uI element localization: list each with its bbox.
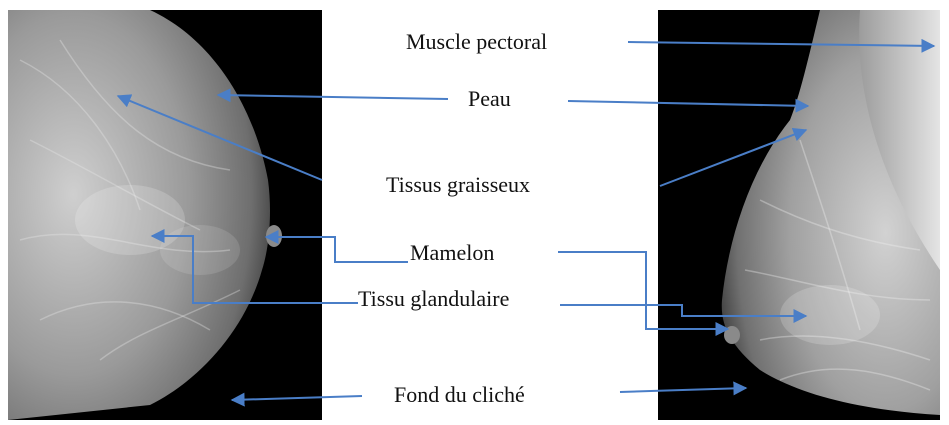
- right-mammogram-image: [658, 10, 940, 420]
- label-peau: Peau: [468, 86, 511, 111]
- label-tissus-graisseux: Tissus graisseux: [386, 172, 530, 197]
- label-muscle-pectoral: Muscle pectoral: [406, 29, 547, 54]
- label-fond-du-cliche: Fond du cliché: [394, 382, 525, 407]
- left-mammogram-image: [8, 10, 322, 420]
- label-mamelon: Mamelon: [410, 240, 494, 265]
- center-label-panel: [322, 10, 658, 420]
- label-tissu-glandulaire: Tissu glandulaire: [358, 286, 509, 311]
